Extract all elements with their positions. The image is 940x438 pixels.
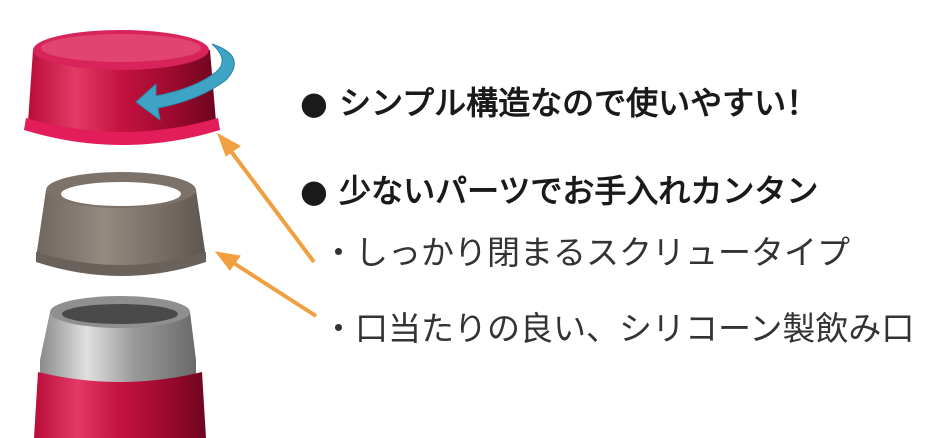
lid [24, 30, 220, 145]
feature-simple-structure: ● シンプル構造なので使いやすい！ [300, 84, 819, 122]
silicone-gasket [36, 172, 206, 276]
feature-screw-type: ・しっかり閉まるスクリュータイプ [322, 233, 850, 272]
rotate-arrow-icon [135, 43, 235, 122]
bottle [34, 296, 206, 438]
feature-silicone-mouthpiece: ・口当たりの良い、シリコーン製飲み口 [322, 309, 915, 348]
feature-easy-cleaning: ● 少ないパーツでお手入れカンタン [300, 172, 819, 210]
orange-arrow-icon [214, 132, 318, 318]
